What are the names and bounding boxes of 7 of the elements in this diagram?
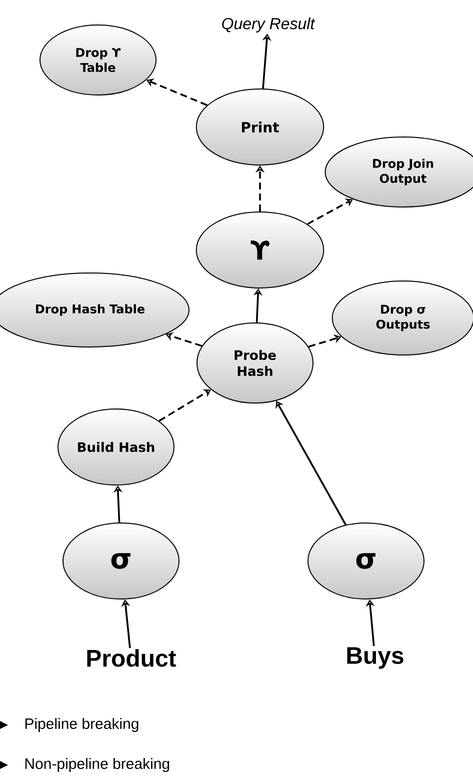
arrow	[307, 198, 353, 225]
arrow	[158, 389, 211, 422]
table-label: Product	[87, 649, 176, 667]
legend-text: Pipeline breaking	[25, 718, 138, 732]
legend-text: Non-pipeline breaking	[25, 758, 170, 772]
output-label: Query Result	[222, 18, 316, 32]
table-label: Buys	[347, 647, 404, 669]
